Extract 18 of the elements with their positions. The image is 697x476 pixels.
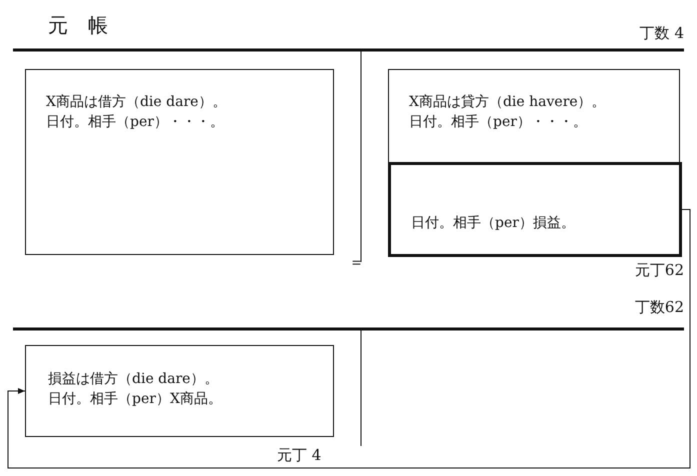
reference-label: 元丁62 (634, 261, 684, 280)
equals-sign: ＝ (349, 253, 364, 272)
entry-text: X商品は借方（die dare）。 (46, 93, 226, 112)
folio-label: 丁数 4 (640, 24, 684, 43)
arrow (8, 209, 690, 468)
account-box (388, 162, 682, 257)
account-box (25, 345, 334, 437)
entry-text: 損益は借方（die dare）。 (48, 370, 218, 389)
entry-text: 日付。相手（per）・・・。 (409, 113, 587, 132)
folio-label: 丁数62 (634, 298, 684, 317)
account-box (25, 69, 334, 255)
ledger-title: 元 帳 (48, 12, 108, 39)
entry-text: 日付。相手（per）損益。 (411, 214, 575, 233)
entry-text: 日付。相手（per）・・・。 (46, 113, 224, 132)
reference-label: 元丁 4 (277, 446, 322, 465)
entry-text: 日付。相手（per）X商品。 (48, 390, 222, 409)
entry-text: X商品は貸方（die havere）。 (409, 93, 606, 112)
account-box (388, 69, 680, 255)
